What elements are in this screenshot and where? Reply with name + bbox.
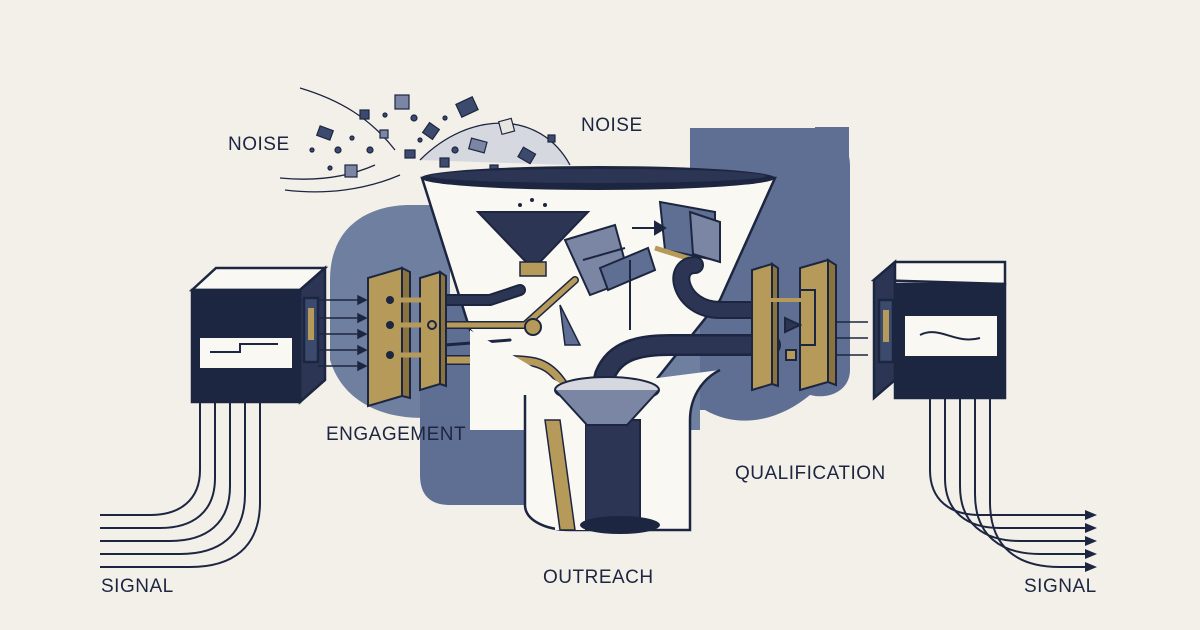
label-signal-right: SIGNAL	[1024, 576, 1097, 597]
right-signal-box	[870, 259, 1007, 401]
output-hole	[580, 516, 660, 534]
left-signal-box	[188, 265, 329, 405]
inner-funnel	[475, 198, 591, 277]
right-gate	[751, 258, 837, 392]
label-noise-left: NOISE	[228, 134, 290, 155]
signal-arrowheads	[1085, 510, 1097, 572]
label-engagement: ENGAGEMENT	[326, 424, 467, 445]
chute-parts	[563, 200, 721, 330]
joint-knob	[524, 318, 542, 336]
small-square	[815, 127, 849, 161]
label-qualification: QUALIFICATION	[735, 463, 886, 484]
signal-lines-left	[100, 402, 261, 568]
signal-lines-right	[929, 398, 1085, 568]
shard	[559, 304, 582, 346]
output-funnel	[470, 330, 721, 534]
label-outreach: OUTREACH	[543, 567, 654, 588]
input-arrows	[318, 294, 368, 372]
label-noise-right: NOISE	[581, 115, 643, 136]
label-signal-left: SIGNAL	[101, 576, 174, 597]
noise-debris	[279, 87, 571, 193]
output-arrows	[836, 321, 868, 356]
left-gate	[367, 266, 447, 408]
pipes	[434, 256, 781, 406]
